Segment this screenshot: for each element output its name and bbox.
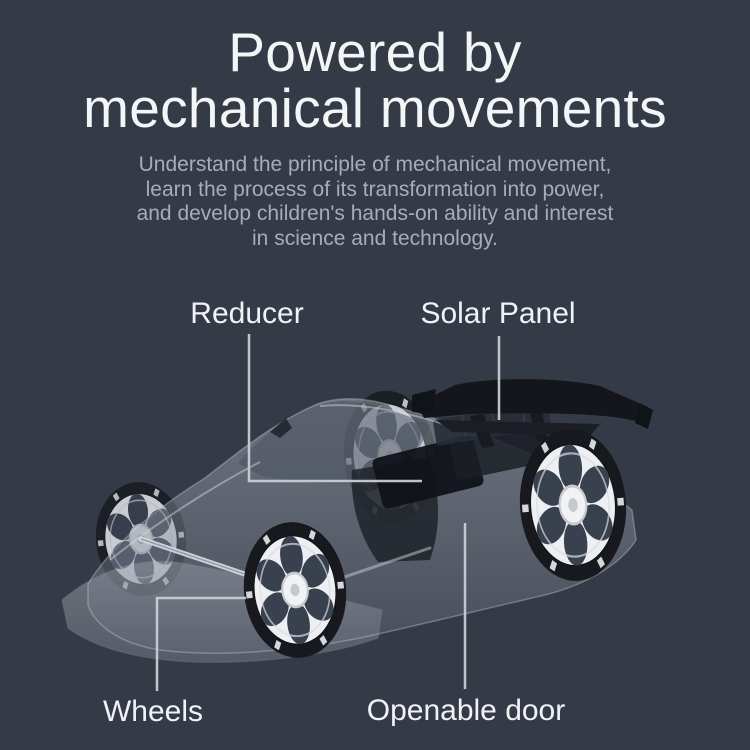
page-title-line-1: Powered by xyxy=(228,21,522,83)
subtitle-line-1: Understand the principle of mechanical m… xyxy=(138,153,612,176)
label-reducer: Reducer xyxy=(190,297,304,330)
page-title-line-2: mechanical movements xyxy=(83,77,667,139)
label-solar-panel: Solar Panel xyxy=(420,297,576,330)
leader-line-reducer xyxy=(247,334,422,483)
subtitle-line-3: and develop children's hands-on ability … xyxy=(136,202,614,225)
label-openable-door: Openable door xyxy=(366,694,566,727)
page-subtitle: Understand the principle of mechanical m… xyxy=(0,153,750,251)
leader-line-wheels xyxy=(155,596,246,691)
car-spoiler xyxy=(412,379,653,448)
car-body-highlights xyxy=(109,404,456,561)
car-mirror xyxy=(270,418,292,438)
subtitle-line-2: learn the process of its transformation … xyxy=(145,177,605,201)
label-wheels: Wheels xyxy=(102,695,204,728)
subtitle-line-4: in science and technology. xyxy=(252,226,498,250)
page-title: Powered by mechanical movements xyxy=(0,24,750,136)
